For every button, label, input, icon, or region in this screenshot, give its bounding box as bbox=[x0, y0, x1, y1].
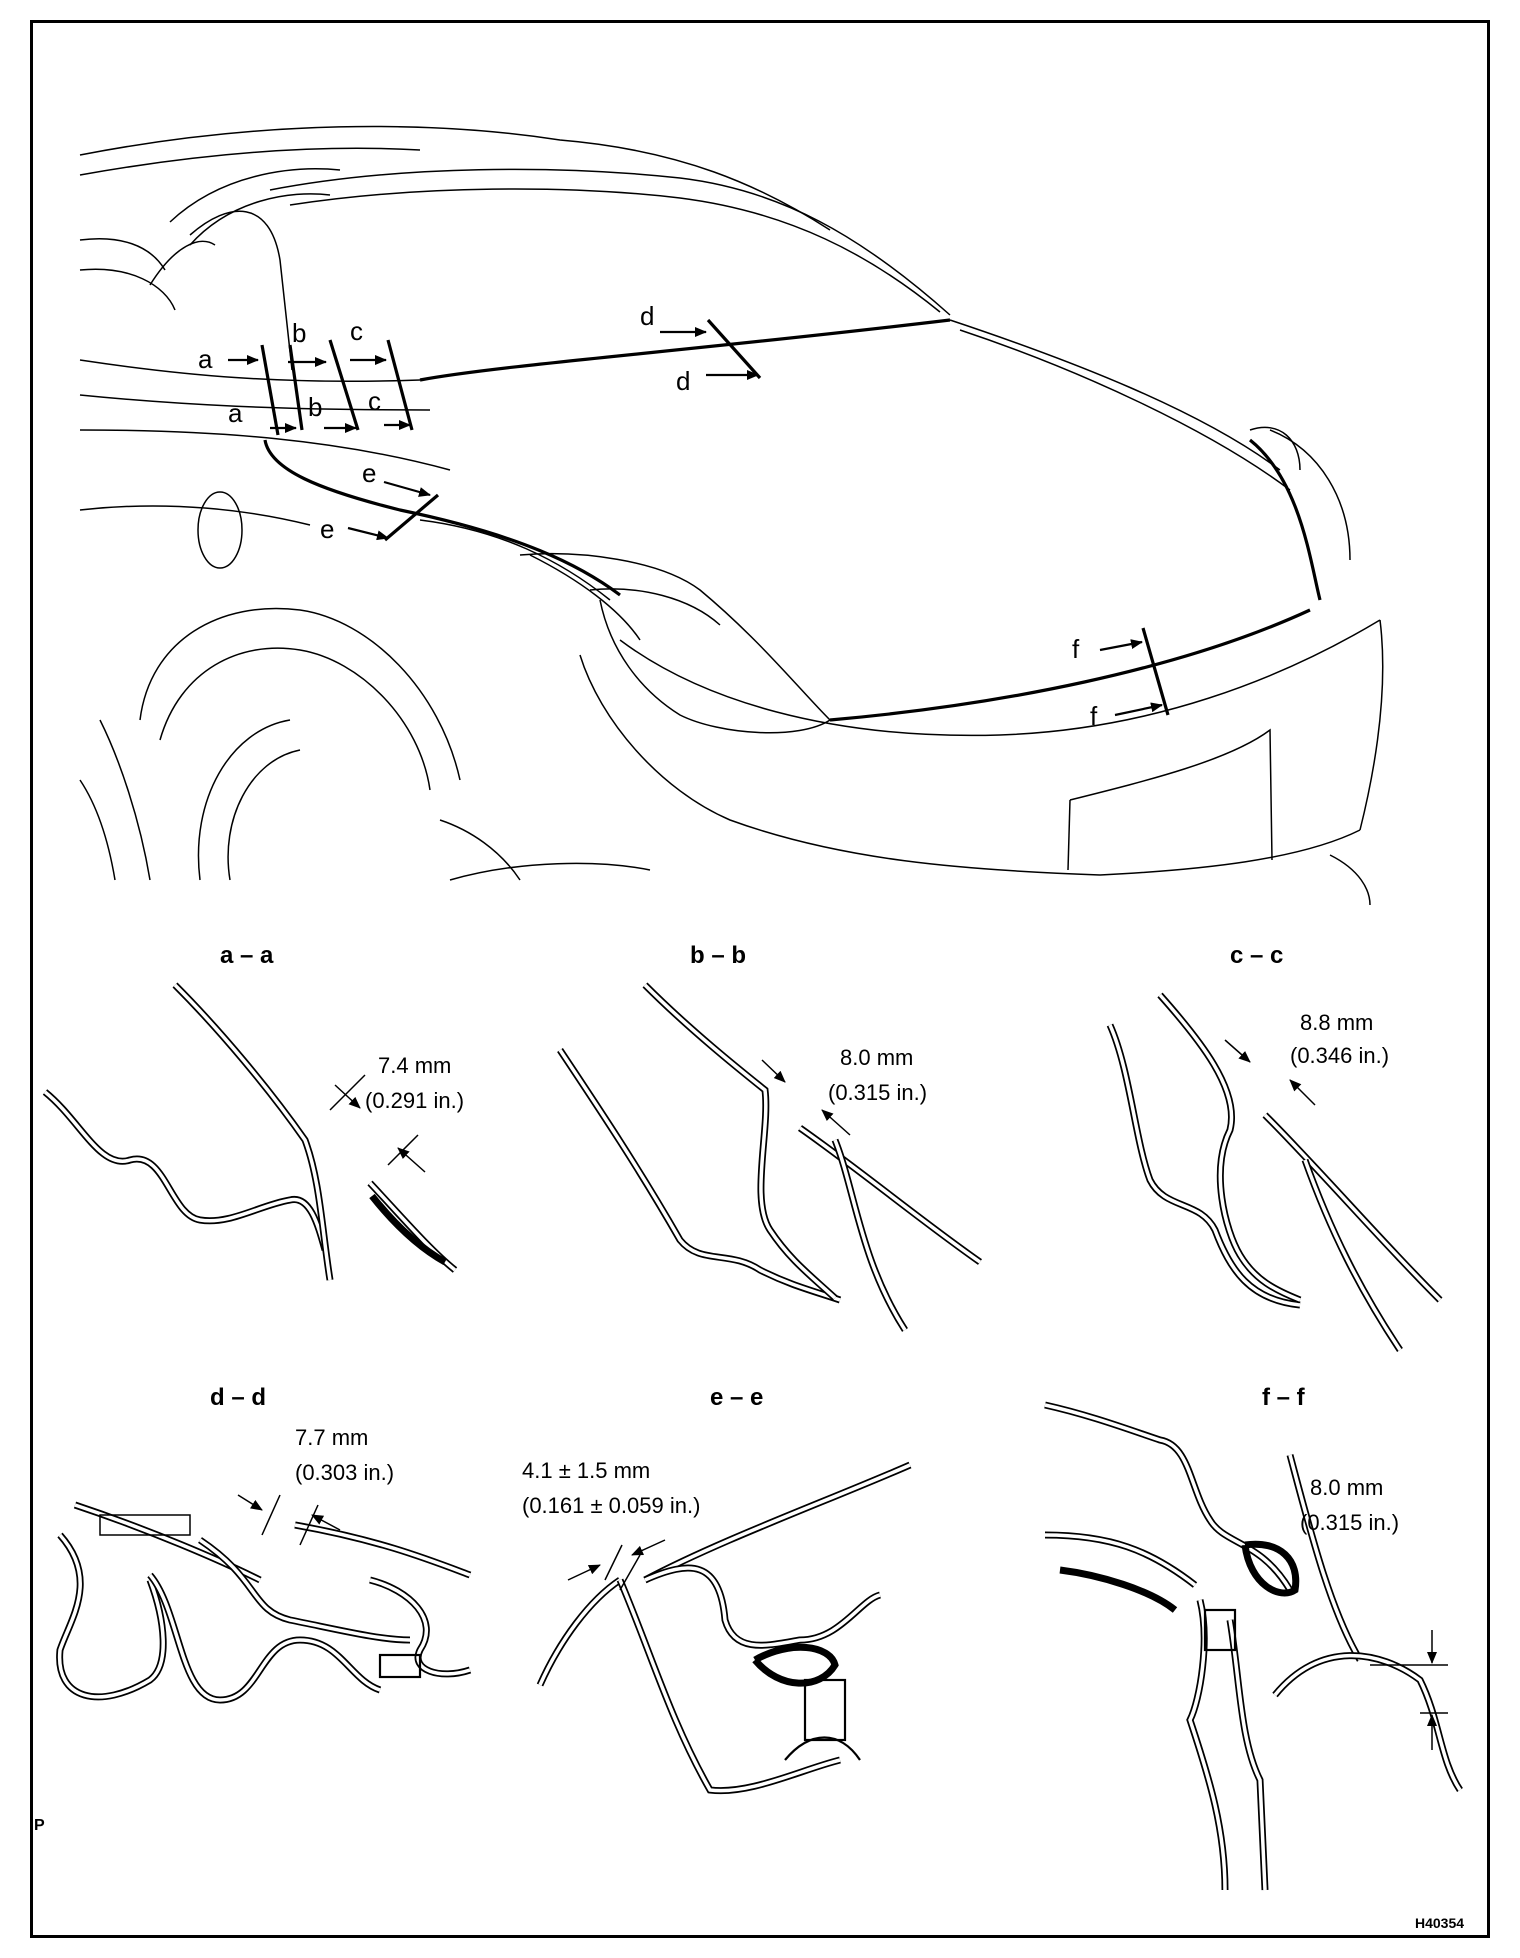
marker-label-b: b bbox=[308, 392, 322, 422]
marker-label-b: b bbox=[292, 318, 306, 348]
marker-label-d: d bbox=[640, 301, 654, 331]
marker-label-a: a bbox=[198, 344, 213, 374]
section-title: b – b bbox=[690, 942, 746, 969]
page-mark: P bbox=[34, 1817, 45, 1834]
figure-code: H40354 bbox=[1415, 1915, 1464, 1931]
dimension-mm: 8.0 mm bbox=[840, 1045, 913, 1070]
marker-label-c: c bbox=[350, 316, 363, 346]
section-b-b: b – b 8.0 mm (0.315 in.) bbox=[557, 942, 983, 1332]
section-title: c – c bbox=[1230, 942, 1283, 969]
marker-label-a: a bbox=[228, 398, 243, 428]
dimension-in: (0.291 in.) bbox=[365, 1088, 464, 1113]
dimension-mm: 8.8 mm bbox=[1300, 1010, 1373, 1035]
dimension-in: (0.303 in.) bbox=[295, 1460, 394, 1485]
marker-label-f: f bbox=[1072, 634, 1080, 664]
dimension-in: (0.315 in.) bbox=[828, 1080, 927, 1105]
section-title: f – f bbox=[1262, 1384, 1306, 1411]
marker-label-e: e bbox=[320, 514, 334, 544]
section-markers: a a b b c c d d e e f f bbox=[198, 301, 1170, 731]
marker-label-d: d bbox=[676, 366, 690, 396]
dimension-mm: 4.1 ± 1.5 mm bbox=[522, 1458, 650, 1483]
dimension-in: (0.161 ± 0.059 in.) bbox=[522, 1493, 700, 1518]
diagram-frame bbox=[30, 20, 1490, 1938]
section-title: e – e bbox=[710, 1384, 763, 1411]
section-a-a: a – a 7.4 mm (0.291 in.) bbox=[42, 942, 464, 1281]
section-e-e: e – e 4.1 ± 1.5 mm (0.161 ± 0.059 in.) bbox=[522, 1384, 912, 1795]
car-illustration bbox=[79, 125, 1384, 906]
dimension-mm: 7.7 mm bbox=[295, 1425, 368, 1450]
dimension-mm: 8.0 mm bbox=[1310, 1475, 1383, 1500]
section-c-c: c – c 8.8 mm (0.346 in.) bbox=[1106, 942, 1443, 1352]
section-title: d – d bbox=[210, 1384, 266, 1411]
marker-label-c: c bbox=[368, 386, 381, 416]
dimension-in: (0.346 in.) bbox=[1290, 1043, 1389, 1068]
marker-label-e: e bbox=[362, 458, 376, 488]
marker-label-f: f bbox=[1090, 701, 1098, 731]
dimension-in: (0.315 in.) bbox=[1300, 1510, 1399, 1535]
section-title: a – a bbox=[220, 942, 274, 969]
section-f-f: f – f 8.0 mm (0.315 in.) bbox=[1044, 1384, 1463, 1891]
dimension-mm: 7.4 mm bbox=[378, 1053, 451, 1078]
section-d-d: d – d 7.7 mm (0.303 in.) bbox=[56, 1384, 472, 1704]
